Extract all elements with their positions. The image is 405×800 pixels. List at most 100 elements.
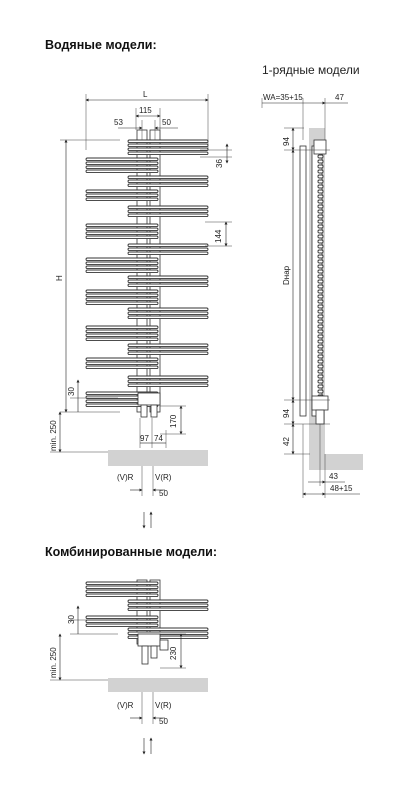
heating-bar (85, 581, 159, 586)
dim-47-label: 47 (335, 93, 344, 102)
side-rib (317, 234, 324, 239)
side-rib (317, 269, 324, 274)
side-rib (317, 229, 324, 234)
heating-bar (127, 275, 209, 280)
side-bracket-top (313, 139, 327, 155)
side-rib (317, 239, 324, 244)
heating-bar (85, 269, 159, 274)
side-rib (317, 204, 324, 209)
heating-bar (85, 593, 159, 598)
heating-bar (85, 585, 159, 590)
combined-view: 30 min. 250 230 (V)R V(R) 50 (49, 579, 209, 755)
dim-94-bottom-label: 94 (282, 409, 291, 418)
dim-50-label: 50 (162, 118, 171, 127)
heating-bar (127, 179, 209, 184)
heating-bar (127, 147, 209, 152)
heating-bar (85, 357, 159, 362)
heating-bar (85, 325, 159, 330)
side-rib (317, 319, 324, 324)
side-bars (299, 145, 307, 417)
heating-bar (85, 261, 159, 266)
dim-wa-label: WA=35+15 (263, 93, 303, 102)
side-rib (317, 299, 324, 304)
side-rib (317, 364, 324, 369)
heating-bar (127, 151, 209, 156)
heating-bar (127, 307, 209, 312)
side-rib (317, 329, 324, 334)
floor-side (309, 454, 363, 470)
heating-bar (127, 143, 209, 148)
heating-bar (127, 139, 209, 144)
heating-bar (127, 607, 209, 612)
heating-bar (127, 251, 209, 256)
side-rib (317, 159, 324, 164)
heating-bar (85, 157, 159, 162)
side-rib (317, 294, 324, 299)
side-rib (317, 314, 324, 319)
heating-bar (85, 197, 159, 202)
dim-36-label: 36 (215, 159, 224, 168)
dim-c30-label: 30 (67, 615, 76, 624)
dim-l-label: L (143, 90, 148, 99)
side-rib (317, 384, 324, 389)
dim-170-label: 170 (169, 414, 178, 428)
valve-block (137, 392, 161, 406)
dim-c50-label: 50 (159, 717, 168, 726)
side-rib (317, 219, 324, 224)
side-rib (317, 174, 324, 179)
heating-bar (127, 375, 209, 380)
heating-bar (85, 161, 159, 166)
heating-bar (127, 209, 209, 214)
dim-min250-label: min. 250 (49, 420, 58, 451)
side-rib (317, 324, 324, 329)
heating-bar (85, 293, 159, 298)
heating-bar (85, 193, 159, 198)
dim-53-label: 53 (114, 118, 123, 127)
flow-arrows-icon (142, 511, 153, 529)
side-rib (317, 194, 324, 199)
heating-bar (127, 627, 209, 632)
side-valve (311, 395, 329, 411)
combined-valve-stem-right (150, 645, 158, 659)
heating-bar (85, 227, 159, 232)
dim-43-label: 43 (329, 472, 338, 481)
side-rib (317, 334, 324, 339)
dim-h-label: H (55, 275, 64, 281)
heating-bar (127, 243, 209, 248)
side-rib (317, 224, 324, 229)
heating-bar (127, 599, 209, 604)
valve-stem-left (140, 404, 148, 418)
heating-bars (85, 139, 209, 408)
side-rib (317, 169, 324, 174)
side-rib (317, 369, 324, 374)
heating-bar (127, 213, 209, 218)
floor-combined (108, 678, 208, 692)
heating-bar (127, 379, 209, 384)
heating-bar (85, 289, 159, 294)
floor (108, 450, 208, 466)
dim-97-label: 97 (140, 434, 149, 443)
heating-bar (127, 247, 209, 252)
heating-bar (127, 383, 209, 388)
heating-bar (85, 169, 159, 174)
side-rib (317, 339, 324, 344)
heating-bar (127, 603, 209, 608)
dim-30-label: 30 (67, 387, 76, 396)
heating-bar (85, 231, 159, 236)
side-rib (317, 209, 324, 214)
side-rib (317, 279, 324, 284)
side-rib (317, 359, 324, 364)
heating-bar (85, 265, 159, 270)
heating-bar (85, 361, 159, 366)
side-valve-stem (315, 409, 325, 425)
side-rib (317, 259, 324, 264)
heating-bar (127, 315, 209, 320)
side-rib (317, 354, 324, 359)
side-rib (317, 254, 324, 259)
heating-bar (85, 223, 159, 228)
dim-50b-label: 50 (159, 489, 168, 498)
dim-vr-left-label: (V)R (117, 473, 134, 482)
heating-bar (85, 301, 159, 306)
heating-bar (85, 365, 159, 370)
flow-arrows-icon (142, 737, 153, 755)
